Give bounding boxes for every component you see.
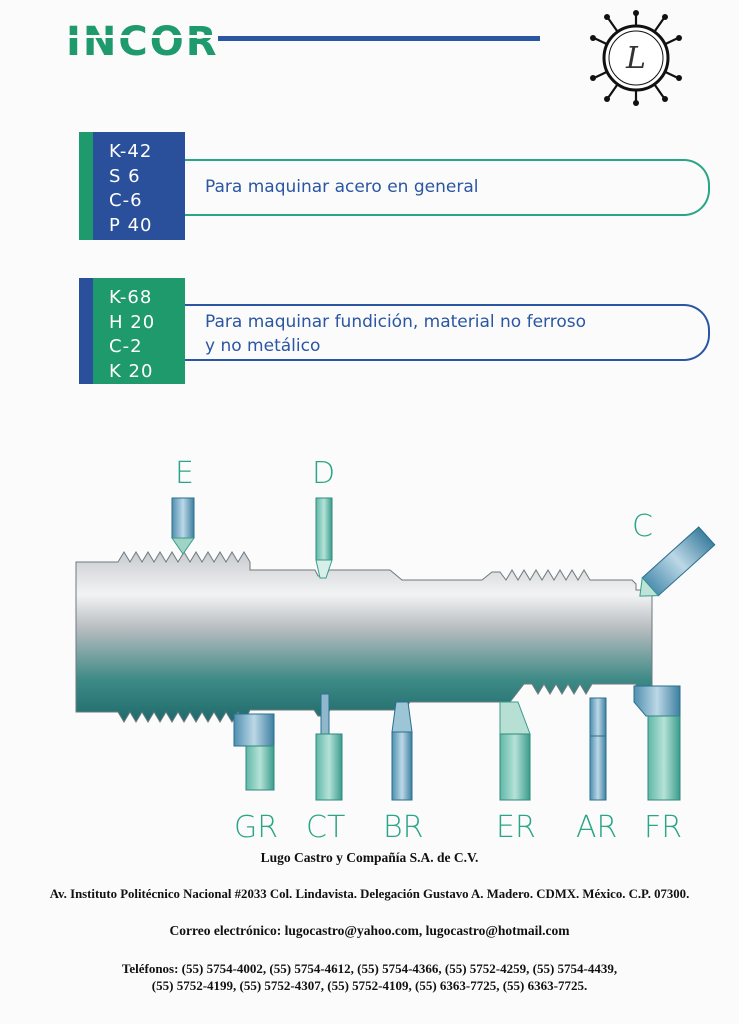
- tool-fr: [633, 685, 681, 801]
- workpiece-shaft: [75, 551, 653, 724]
- grade-2-code-2: H 20: [109, 311, 156, 333]
- grade-2-code-1: K-68: [109, 287, 153, 308]
- tool-c: [639, 526, 716, 597]
- emblem-letter: L: [625, 41, 646, 76]
- grade-2-description-line-1: Para maquinar fundición, material no fer…: [205, 312, 587, 332]
- grade-2-description: Para maquinar fundición, material no fer…: [205, 310, 586, 358]
- grade-1-code-1: K-42: [109, 141, 153, 162]
- ship-wheel-emblem: L: [590, 10, 682, 106]
- label-ar: AR: [576, 810, 618, 845]
- grade-2-description-line-2: y no metálico: [205, 336, 321, 356]
- grade-1-code-4: P 40: [109, 214, 153, 236]
- tool-ct: [315, 693, 343, 801]
- grade-1-code-2: S 6: [109, 165, 141, 187]
- logo-stripe: [66, 35, 236, 38]
- label-ct: CT: [306, 810, 346, 845]
- label-e: E: [175, 456, 194, 491]
- grade-1-code-3: C-6: [109, 190, 143, 211]
- grade-1-outline: [160, 159, 710, 216]
- tool-gr: [233, 713, 275, 791]
- tool-e: [171, 497, 195, 555]
- label-er: ER: [496, 810, 536, 845]
- grade-1-description: Para maquinar acero en general: [205, 177, 479, 197]
- grade-2-code-4: K 20: [109, 360, 154, 382]
- label-br: BR: [383, 810, 424, 845]
- grade-2-outline: [160, 304, 710, 361]
- company-address: Av. Instituto Politécnico Nacional #2033…: [49, 887, 690, 901]
- tool-br: [391, 701, 413, 801]
- company-email: Correo electrónico: lugocastro@yahoo.com…: [169, 923, 570, 938]
- lathe-tools-diagram: [75, 497, 716, 801]
- grade-2-code-3: C-2: [109, 336, 143, 357]
- label-fr: FR: [644, 810, 683, 845]
- header-rule: [218, 36, 540, 41]
- company-phones-line-2: (55) 5752-4199, (55) 5752-4307, (55) 575…: [151, 978, 588, 993]
- company-phones-line-1: Teléfonos: (55) 5754-4002, (55) 5754-461…: [121, 961, 618, 976]
- tool-d: [315, 497, 333, 579]
- grade-1-codes: K-42 S 6 C-6 P 40: [79, 132, 185, 240]
- grade-2-codes: K-68 H 20 C-2 K 20: [79, 278, 185, 384]
- label-d: D: [312, 456, 336, 491]
- label-gr: GR: [234, 810, 279, 845]
- tool-ar: [589, 697, 607, 801]
- brand-logo: INCOR: [66, 19, 219, 65]
- company-name: Lugo Castro y Compañía S.A. de C.V.: [260, 850, 479, 865]
- label-c: C: [632, 509, 653, 544]
- tool-er: [499, 701, 531, 801]
